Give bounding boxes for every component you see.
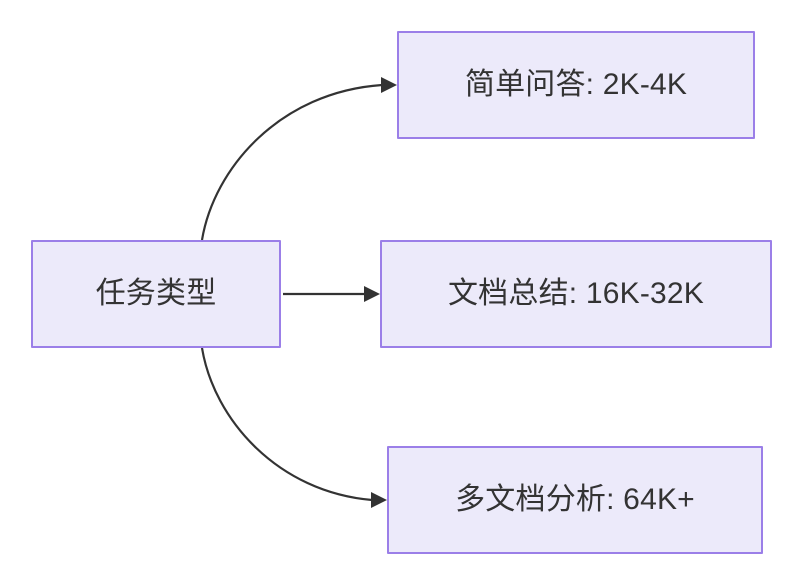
node-multi-doc-label: 多文档分析: 64K+ xyxy=(455,482,695,516)
edge-root-to-doc-summary xyxy=(283,286,380,302)
node-simple-qa-label: 简单问答: 2K-4K xyxy=(464,67,688,101)
arrowhead-icon xyxy=(381,77,397,93)
node-doc-summary[interactable]: 文档总结: 16K-32K xyxy=(380,240,772,348)
node-doc-summary-label: 文档总结: 16K-32K xyxy=(447,276,705,310)
node-simple-qa[interactable]: 简单问答: 2K-4K xyxy=(397,31,755,139)
edge-root-to-multi-doc xyxy=(200,347,387,508)
arrowhead-icon xyxy=(364,286,380,302)
edge-root-to-simple-qa xyxy=(200,77,397,241)
node-multi-doc[interactable]: 多文档分析: 64K+ xyxy=(387,446,763,554)
arrowhead-icon xyxy=(371,492,387,508)
node-task-type-label: 任务类型 xyxy=(95,276,217,310)
node-task-type[interactable]: 任务类型 xyxy=(31,240,281,348)
